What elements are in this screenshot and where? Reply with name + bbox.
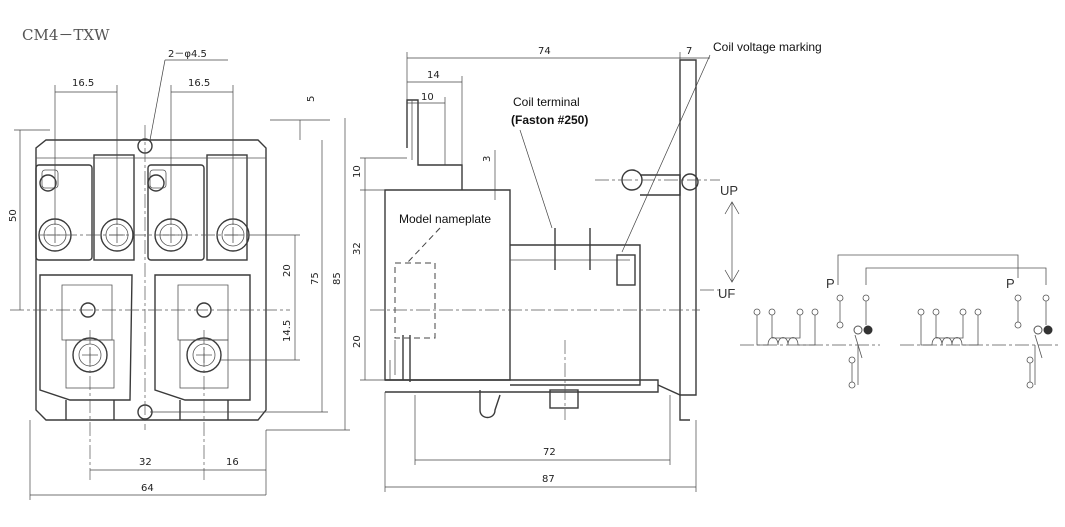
dim-16-5-right: 16.5 [188, 78, 210, 89]
dim-16-5-left: 16.5 [72, 78, 94, 89]
dim-75: 75 [310, 272, 321, 285]
label-p-right: P [1006, 276, 1015, 291]
side-view-dimensions: 74 7 14 10 3 10 32 20 72 87 [352, 46, 710, 492]
dim-14-5: 14.5 [282, 320, 293, 342]
label-p-left: P [826, 276, 835, 291]
dim-74: 74 [538, 46, 551, 57]
dim-10-top: 10 [421, 92, 434, 103]
side-view-annotations: Coil voltage marking Coil terminal (Fast… [399, 40, 822, 301]
model-title: CM4－TXW [22, 26, 110, 44]
label-up: UP [720, 183, 738, 198]
up-down-arrow-icon [724, 201, 740, 283]
label-coil-terminal: Coil terminal [513, 95, 580, 109]
dim-20-side: 20 [352, 335, 363, 348]
label-model-nameplate: Model nameplate [399, 212, 491, 226]
label-faston: (Faston #250) [511, 113, 588, 127]
label-uf: UF [718, 286, 735, 301]
dim-32: 32 [139, 457, 152, 468]
dim-16: 16 [226, 457, 239, 468]
dim-3: 3 [482, 156, 493, 162]
dim-20: 20 [282, 264, 293, 277]
dim-87: 87 [542, 474, 555, 485]
front-view-dimensions: 16.5 16.5 2－φ4.5 50 5 20 14.5 75 85 [8, 49, 350, 500]
dim-10-side: 10 [352, 165, 363, 178]
dim-72: 72 [543, 447, 556, 458]
dim-64: 64 [141, 483, 154, 494]
front-view [10, 125, 290, 480]
label-coil-voltage-marking: Coil voltage marking [713, 40, 822, 54]
dim-32-side: 32 [352, 242, 363, 255]
dim-7: 7 [686, 46, 692, 57]
dim-14: 14 [427, 70, 440, 81]
circuit-diagram: P P [740, 254, 1060, 389]
side-view [370, 59, 720, 421]
hole-callout: 2－φ4.5 [168, 49, 207, 60]
dim-50: 50 [8, 209, 19, 222]
dim-85: 85 [332, 272, 343, 285]
dim-5: 5 [306, 96, 317, 102]
